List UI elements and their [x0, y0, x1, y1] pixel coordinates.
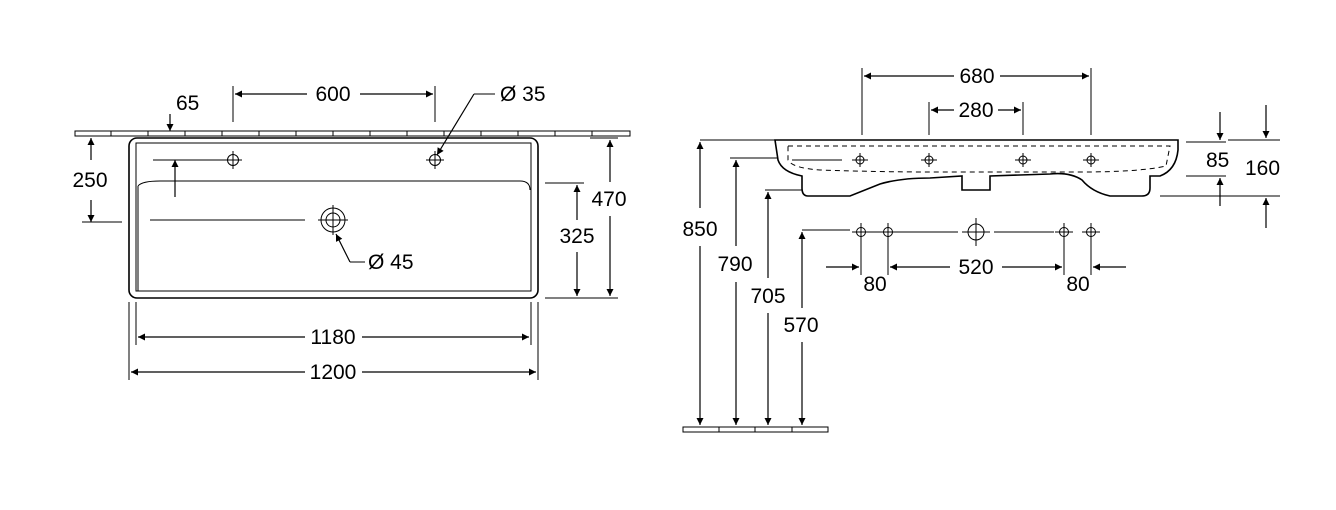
label-600: 600 — [315, 83, 350, 106]
mount-hole-2 — [879, 223, 897, 241]
label-680: 680 — [959, 65, 994, 88]
basin-hole-1 — [852, 153, 868, 167]
basin-hole-2 — [921, 153, 937, 167]
dim-85: 85 — [1186, 112, 1229, 206]
basin-holes — [852, 153, 1099, 167]
side-view: 680 280 85 160 — [682, 65, 1280, 433]
label-570: 570 — [783, 314, 818, 337]
dim-65: 65 — [153, 92, 225, 197]
dim-1180: 1180 — [135, 302, 532, 349]
dim-470: 470 — [545, 137, 627, 299]
dim-80-right: 80 — [1066, 263, 1126, 296]
dim-80-left: 80 — [826, 240, 889, 296]
dim-600: 600 — [232, 83, 436, 122]
label-dia-45: Ø 45 — [368, 251, 414, 274]
label-160: 160 — [1245, 157, 1280, 180]
dim-1200: 1200 — [128, 302, 539, 384]
label-65: 65 — [176, 92, 199, 115]
label-850: 850 — [682, 218, 717, 241]
tap-hole-right — [426, 151, 444, 169]
dim-dia-35: Ø 35 — [436, 83, 546, 156]
dim-570: 570 — [783, 229, 850, 425]
dim-850: 850 — [682, 142, 718, 425]
mount-hole-1 — [852, 223, 870, 241]
label-1180: 1180 — [310, 326, 355, 349]
drain-hole — [150, 205, 348, 235]
basin-hole-4 — [1083, 153, 1099, 167]
label-250: 250 — [72, 169, 107, 192]
dim-705: 705 — [750, 192, 786, 425]
dim-680: 680 — [861, 65, 1092, 135]
mount-hole-center — [962, 218, 990, 246]
label-80-left: 80 — [863, 273, 886, 296]
basin-side-outline — [700, 139, 1179, 197]
label-325: 325 — [559, 225, 594, 248]
tap-hole-left — [224, 151, 242, 169]
label-dia-35: Ø 35 — [500, 83, 546, 106]
label-80-right: 80 — [1066, 273, 1089, 296]
basin-hole-3 — [1015, 153, 1031, 167]
label-85: 85 — [1206, 149, 1229, 172]
dim-280: 280 — [928, 99, 1024, 135]
mounting-holes-row — [852, 218, 1100, 246]
label-470: 470 — [591, 188, 626, 211]
wall-strip — [74, 130, 631, 137]
top-view: 65 600 Ø 35 250 470 — [72, 83, 631, 384]
dim-325: 325 — [545, 182, 595, 296]
dim-520: 520 — [890, 240, 1092, 279]
label-790: 790 — [717, 253, 752, 276]
floor-strip — [682, 426, 829, 433]
mount-hole-3 — [1055, 223, 1073, 241]
label-1200: 1200 — [310, 361, 357, 384]
label-280: 280 — [958, 99, 993, 122]
dim-dia-45: Ø 45 — [335, 233, 414, 274]
mount-hole-4 — [1082, 223, 1100, 241]
label-705: 705 — [750, 285, 785, 308]
dim-160: 160 — [1160, 105, 1280, 228]
dim-250: 250 — [72, 138, 122, 223]
dim-790: 790 — [717, 160, 753, 425]
label-520: 520 — [958, 256, 993, 279]
